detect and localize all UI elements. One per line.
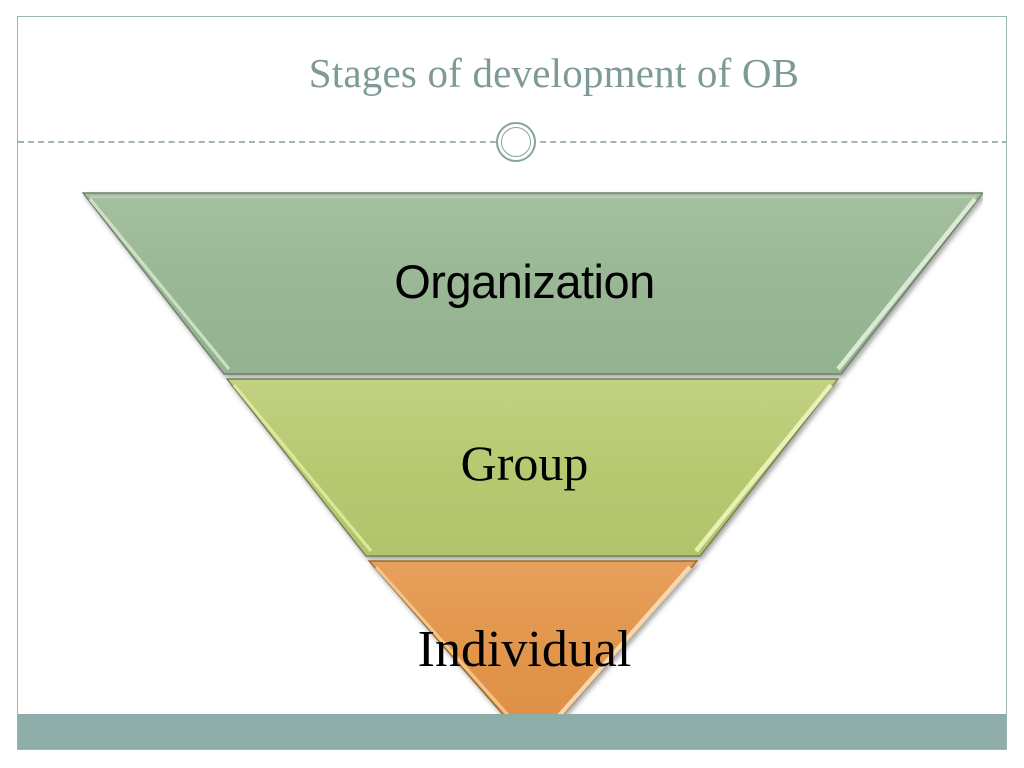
pyramid-shape xyxy=(81,192,983,731)
slide-canvas: Stages of development of OB xyxy=(17,16,1007,750)
circle-outline-icon xyxy=(496,122,536,162)
pyramid-label-organization: Organization xyxy=(394,255,655,308)
page-title: Stages of development of OB xyxy=(308,50,800,96)
title-area: Stages of development of OB xyxy=(18,17,1006,127)
pyramid-level-individual xyxy=(367,560,699,731)
footer-accent-bar xyxy=(18,714,1006,749)
pyramid-level-group xyxy=(225,378,840,557)
stages-of-development-pyramid: Organization Group Individual xyxy=(66,176,983,731)
pyramid-label-group: Group xyxy=(460,435,589,491)
pyramid-level-organization xyxy=(81,192,983,375)
pyramid-label-individual: Individual xyxy=(417,621,632,678)
